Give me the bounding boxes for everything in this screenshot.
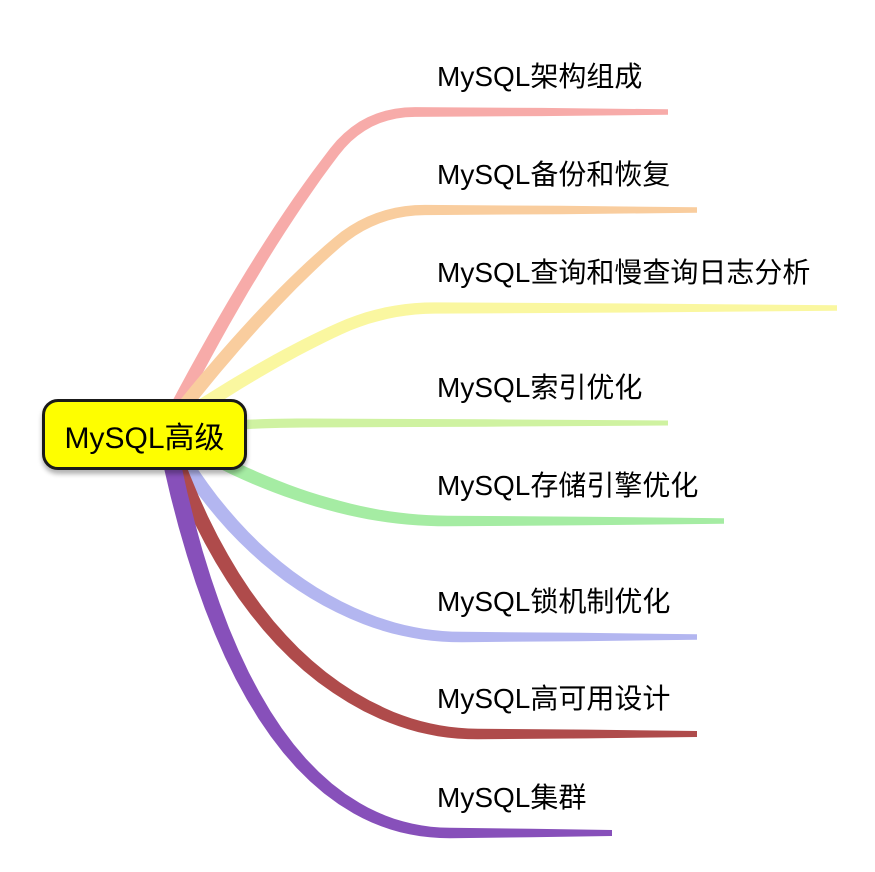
branch-curve [161,302,838,436]
branch-topic-label[interactable]: MySQL存储引擎优化 [437,470,699,501]
branch-curve [158,107,669,434]
branch-topic-label[interactable]: MySQL高可用设计 [437,683,671,714]
branch-topic-label[interactable]: MySQL索引优化 [437,372,643,403]
central-topic-label: MySQL高级 [64,421,225,455]
branch-topic-label[interactable]: MySQL架构组成 [437,61,643,92]
branch-topic-label[interactable]: MySQL备份和恢复 [437,159,671,190]
branch-topic-label[interactable]: MySQL查询和慢查询日志分析 [437,257,811,288]
branch-curve [161,424,725,527]
branch-topic-label[interactable]: MySQL锁机制优化 [437,586,671,617]
branch-topic-label[interactable]: MySQL集群 [437,782,587,813]
central-topic-node[interactable]: MySQL高级 [42,399,247,470]
branch-curve [164,418,668,435]
